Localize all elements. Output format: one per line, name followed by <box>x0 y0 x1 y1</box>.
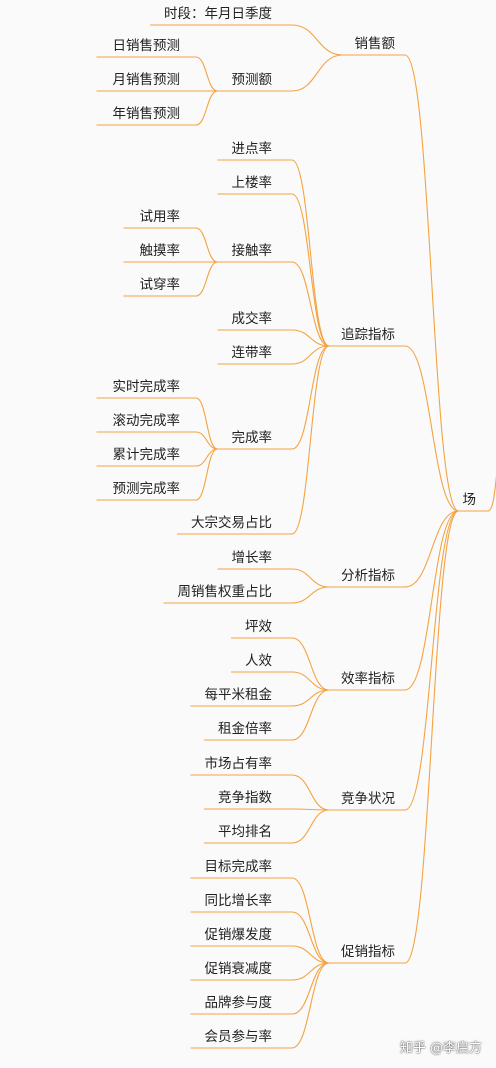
child-edge <box>291 345 330 365</box>
grandchild-edge <box>195 261 218 297</box>
child-node: 每平米租金 <box>204 687 273 703</box>
child-edge <box>291 962 330 1015</box>
child-node: 品牌参与度 <box>204 995 273 1011</box>
child-node: 时段：年月日季度 <box>164 6 272 22</box>
grandchild-edge <box>195 56 218 92</box>
branch-edge <box>404 510 459 811</box>
branch-node: 竞争状况 <box>341 791 395 807</box>
child-node: 目标完成率 <box>204 859 273 875</box>
child-node: 促销衰减度 <box>204 961 273 977</box>
branch-edge <box>404 345 459 512</box>
child-node: 进点率 <box>231 141 273 157</box>
branch-node: 效率指标 <box>341 671 395 687</box>
grandchild-edge <box>195 448 218 501</box>
branch-edge <box>404 54 459 512</box>
branch-node: 追踪指标 <box>341 327 395 343</box>
child-edge <box>291 774 330 811</box>
grandchild-edge <box>195 90 218 126</box>
child-node: 市场占有率 <box>204 756 273 772</box>
child-node: 会员参与率 <box>204 1029 273 1045</box>
child-edge <box>291 24 343 56</box>
child-node: 大宗交易占比 <box>191 515 272 531</box>
child-edge <box>291 586 330 604</box>
child-edge <box>291 945 330 964</box>
child-edge <box>291 329 330 347</box>
child-edge <box>291 637 330 691</box>
child-node: 竞争指数 <box>218 790 272 806</box>
grandchild-node: 预测完成率 <box>112 481 181 497</box>
child-node: 上楼率 <box>231 175 273 191</box>
child-edge <box>291 345 330 535</box>
branch-node: 销售额 <box>354 36 396 52</box>
child-node: 坪效 <box>245 619 272 635</box>
grandchild-node: 月销售预测 <box>112 72 181 88</box>
child-edge <box>291 345 330 450</box>
child-edge <box>291 671 330 691</box>
child-edge <box>291 962 330 1049</box>
branch-node: 促销指标 <box>341 944 395 960</box>
child-edge <box>291 159 330 347</box>
child-edge <box>291 911 330 964</box>
child-edge <box>291 809 330 844</box>
grandchild-node: 试用率 <box>139 209 181 225</box>
child-edge <box>291 568 330 588</box>
child-edge <box>291 193 330 347</box>
child-node: 成交率 <box>231 311 273 327</box>
child-node: 完成率 <box>231 430 273 446</box>
child-node: 增长率 <box>231 550 273 566</box>
grandchild-node: 累计完成率 <box>112 447 181 463</box>
grandchild-node: 试穿率 <box>139 277 181 293</box>
grandchild-node: 日销售预测 <box>112 38 181 54</box>
child-node: 租金倍率 <box>218 721 272 737</box>
child-node: 促销爆发度 <box>204 927 273 943</box>
root-stub-edge <box>487 475 496 512</box>
child-edge <box>291 877 330 964</box>
root-node: 场 <box>462 492 477 508</box>
child-edge <box>291 689 330 741</box>
child-edge <box>291 54 343 92</box>
child-node: 连带率 <box>231 345 273 361</box>
child-node: 人效 <box>245 653 272 669</box>
grandchild-edge <box>195 431 218 450</box>
grandchild-edge <box>195 227 218 263</box>
grandchild-node: 年销售预测 <box>112 106 181 122</box>
child-node: 接触率 <box>231 243 273 259</box>
child-node: 预测额 <box>231 72 273 88</box>
branch-edge <box>404 510 459 691</box>
branch-node: 分析指标 <box>341 568 395 584</box>
grandchild-node: 实时完成率 <box>112 379 181 395</box>
grandchild-node: 滚动完成率 <box>112 413 181 429</box>
child-node: 平均排名 <box>218 824 272 840</box>
branch-edge <box>404 510 459 964</box>
grandchild-node: 触摸率 <box>139 243 181 259</box>
child-node: 同比增长率 <box>204 893 273 909</box>
child-node: 周销售权重占比 <box>177 584 273 600</box>
branch-edge <box>404 510 459 588</box>
grandchild-edge <box>195 397 218 450</box>
child-edge <box>291 808 330 811</box>
child-edge <box>291 261 330 347</box>
watermark: 知乎 @李启方 <box>399 1041 482 1056</box>
